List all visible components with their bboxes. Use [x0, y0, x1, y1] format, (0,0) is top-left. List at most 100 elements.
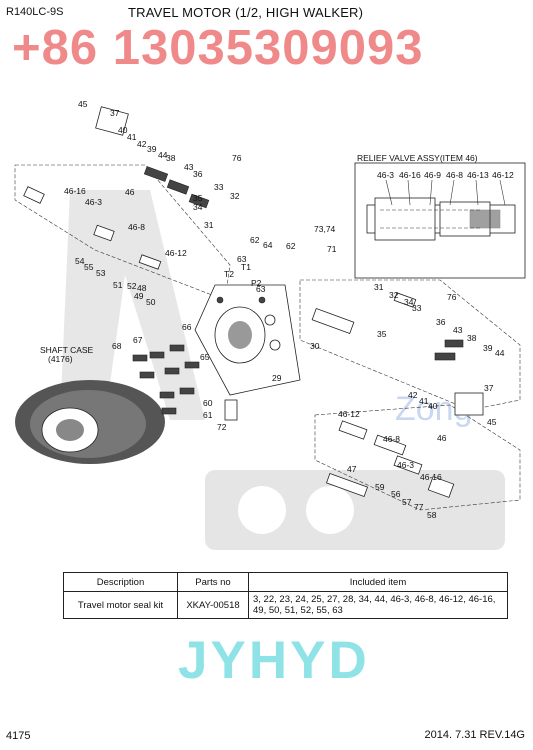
callout-number: 43 — [453, 325, 463, 335]
inset-label: 46-16 — [399, 170, 421, 180]
callout-number: 64 — [263, 240, 273, 250]
inset-label: 46-12 — [492, 170, 514, 180]
callout-number: 35 — [193, 193, 203, 203]
port-mark: T1 — [241, 262, 251, 272]
parts-table: Description Parts no Included item Trave… — [63, 572, 508, 619]
page-number: 4175 — [6, 730, 31, 742]
shaft-case — [15, 380, 165, 464]
callout-number: 71 — [327, 244, 337, 254]
inset-label: 46-13 — [467, 170, 489, 180]
callout-number: 46-3 — [397, 460, 414, 470]
callout-number: 45 — [78, 99, 88, 109]
callout-number: 63 — [237, 254, 247, 264]
inset-label: 46-9 — [424, 170, 441, 180]
callout-number: 46-8 — [383, 434, 400, 444]
callout-number: 68 — [112, 341, 122, 351]
callout-number: 73,74 — [314, 224, 336, 234]
callout-number: 33 — [412, 303, 422, 313]
column-header: Parts no — [177, 572, 249, 592]
callout-number: 46-3 — [85, 197, 102, 207]
callout-number: 54 — [75, 256, 85, 266]
group-outline — [299, 279, 521, 411]
callout-number: 41 — [127, 132, 137, 142]
callout-number: 58 — [427, 510, 437, 520]
callout-number: 32 — [230, 191, 240, 201]
phone-watermark: +86 13035309093 — [12, 21, 424, 75]
callout-number: 37 — [110, 108, 120, 118]
inset-label: 46-8 — [446, 170, 463, 180]
callout-number: 53 — [96, 268, 106, 278]
port-mark: P2 — [251, 278, 262, 288]
callout-number: 29 — [272, 373, 282, 383]
callout-number: 33 — [214, 182, 224, 192]
callout-number: 59 — [375, 482, 385, 492]
brand-watermark: JYHYD — [178, 631, 370, 690]
callout-number: 56 — [391, 489, 401, 499]
callout-number: 42 — [408, 390, 418, 400]
callout-number: 43 — [184, 162, 194, 172]
callout-number: 30 — [310, 341, 320, 351]
callout-number: 44 — [158, 150, 168, 160]
valve-body — [194, 284, 301, 396]
callout-number: 65 — [200, 352, 210, 362]
callout-number: 67 — [133, 335, 143, 345]
row-included-items: 3, 22, 23, 24, 25, 27, 28, 34, 44, 46-3,… — [248, 591, 508, 619]
callout-number: 31 — [204, 220, 214, 230]
callout-number: 40 — [118, 125, 128, 135]
callout-number: 48 — [137, 283, 147, 293]
callout-number: 32 — [389, 290, 399, 300]
callout-number: 51 — [113, 280, 123, 290]
port-mark: T2 — [224, 269, 234, 279]
callout-number: 63 — [256, 284, 266, 294]
callout-number: 46 — [437, 433, 447, 443]
callout-number: 76 — [447, 292, 457, 302]
inset-label: 46-3 — [377, 170, 394, 180]
callout-number: 77 — [414, 502, 424, 512]
callout-number: 36 — [436, 317, 446, 327]
callout-number: 39 — [483, 343, 493, 353]
callout-number: 57 — [402, 497, 412, 507]
callout-number: 38 — [166, 153, 176, 163]
page-title: TRAVEL MOTOR (1/2, HIGH WALKER) — [128, 5, 364, 20]
callout-number: 46-16 — [64, 186, 86, 196]
relief-valve-section — [366, 197, 516, 241]
callout-number: 72 — [217, 422, 227, 432]
shaft-case-label: SHAFT CASE — [40, 345, 94, 355]
table-header-row: Description Parts no Included item — [63, 572, 508, 592]
callout-number: 40 — [428, 401, 438, 411]
spool-parts — [23, 106, 484, 498]
callout-number: 49 — [134, 291, 144, 301]
callout-number: 39 — [147, 144, 157, 154]
callout-number: 60 — [203, 398, 213, 408]
row-part-number: XKAY-00518 — [177, 591, 249, 619]
callout-number: 38 — [467, 333, 477, 343]
callout-number: 62 — [250, 235, 260, 245]
callout-number: 31 — [374, 282, 384, 292]
exploded-parts-drawing: Zong RELIEF VALVE ASSY(ITEM 46) 46-3 46-… — [14, 99, 526, 550]
callout-number: 46-16 — [420, 472, 442, 482]
callout-number: 46-12 — [338, 409, 360, 419]
callout-number: 61 — [203, 410, 213, 420]
callout-number: 46-12 — [165, 248, 187, 258]
callout-number: 47 — [347, 464, 357, 474]
callout-number: 44 — [495, 348, 505, 358]
column-header: Included item — [248, 572, 508, 592]
callout-number: 46-8 — [128, 222, 145, 232]
callout-number: 35 — [377, 329, 387, 339]
revision-date: 2014. 7.31 REV.14G — [424, 729, 525, 741]
callout-number: 41 — [419, 396, 429, 406]
spring-parts — [132, 166, 464, 415]
callout-number: 52 — [127, 281, 137, 291]
callout-number: 36 — [193, 169, 203, 179]
shaft-case-ref: (4176) — [48, 354, 73, 364]
table-row: Travel motor seal kit XKAY-00518 3, 22, … — [63, 591, 508, 619]
group-outline — [314, 404, 521, 511]
callout-number: 76 — [232, 153, 242, 163]
callout-number: 34 — [404, 297, 414, 307]
callout-number: 46 — [125, 187, 135, 197]
column-header: Description — [63, 572, 178, 592]
callout-number: 55 — [84, 262, 94, 272]
model-code: R140LC-9S — [6, 6, 64, 18]
callout-number: 37 — [484, 383, 494, 393]
